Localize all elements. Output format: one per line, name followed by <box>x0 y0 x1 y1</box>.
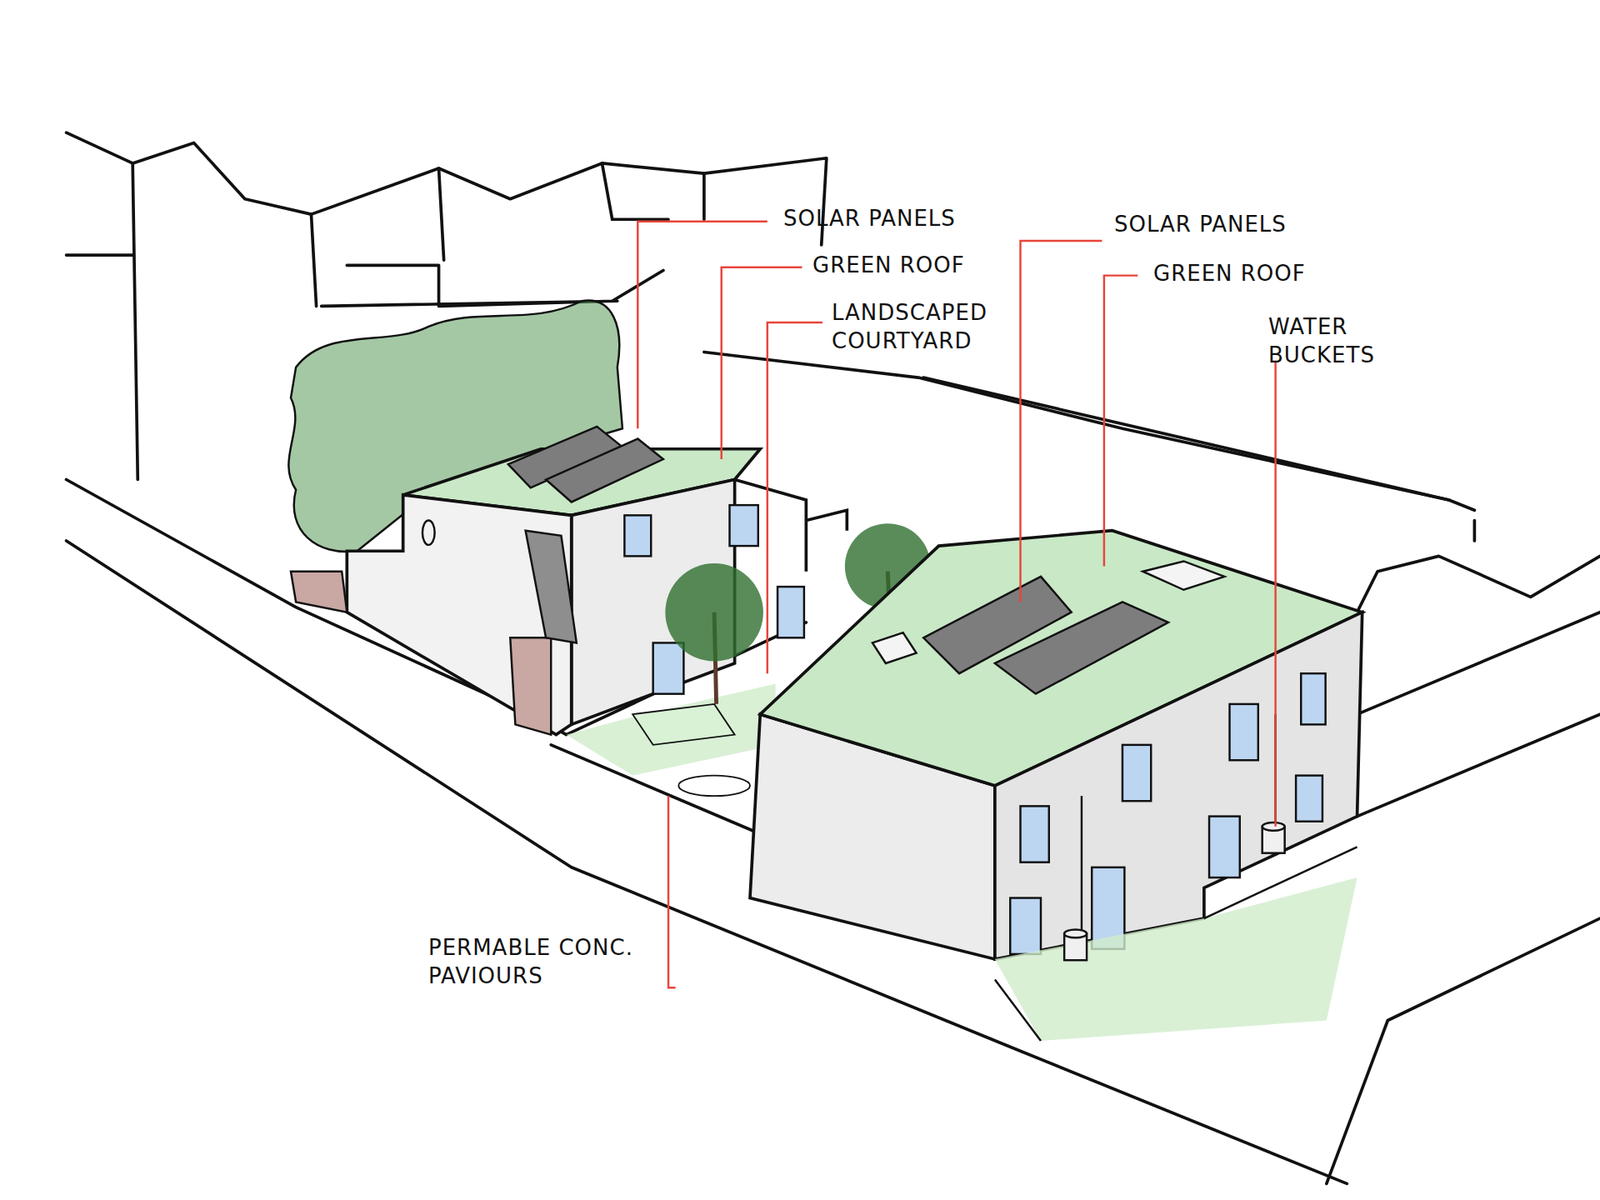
callout-label: SOLAR PANELS <box>783 204 956 233</box>
callout-label: WATER BUCKETS <box>1268 312 1375 370</box>
callout-label: GREEN ROOF <box>1153 259 1306 288</box>
callout-label: PERMABLE CONC. PAVIOURS <box>428 933 715 990</box>
callout-label: SOLAR PANELS <box>1114 210 1287 239</box>
callout-label: LANDSCAPED COURTYARD <box>831 298 988 355</box>
callout-label: GREEN ROOF <box>812 250 965 280</box>
